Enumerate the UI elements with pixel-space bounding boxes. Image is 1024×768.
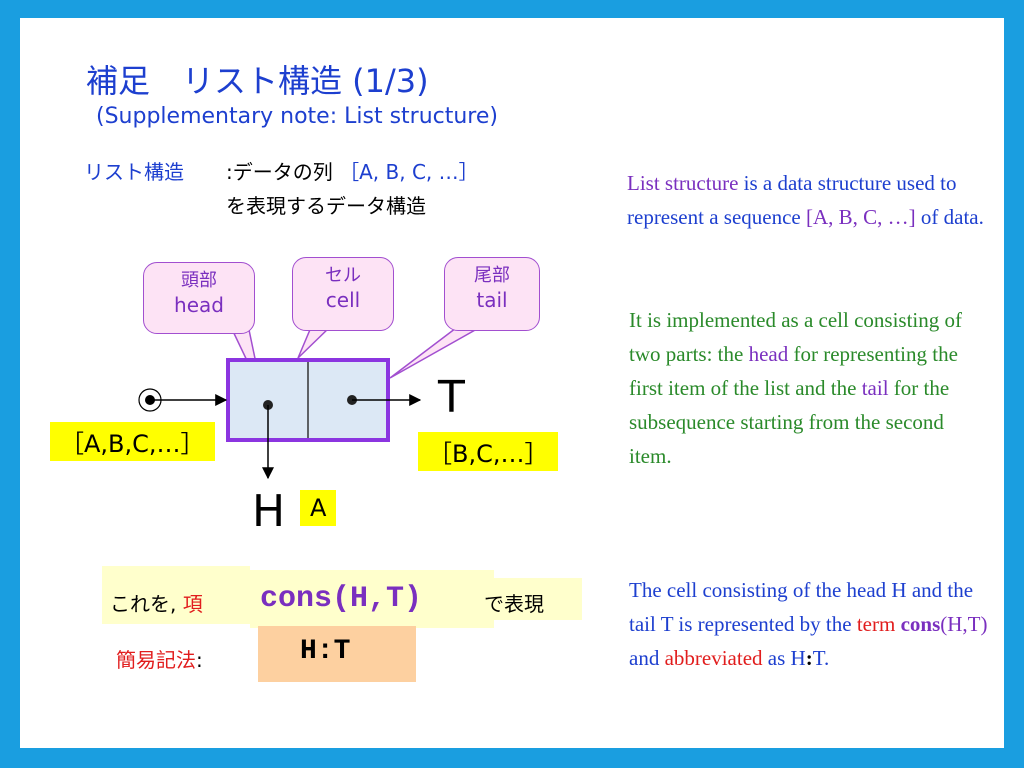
en3-text-a: The cell consisting of the head H and th… [629,578,974,636]
en2-tail: tail [861,376,889,400]
english-paragraph-3: The cell consisting of the head H and th… [629,573,989,675]
short-notation-box [258,626,416,682]
en3-abbreviated: abbreviated [664,646,763,670]
cons-expression: cons(H,T) [260,582,423,616]
en3-paren: (H,T) [940,612,988,636]
en1-text: is a data structure used to represent a … [627,171,957,229]
short-notation-expr: H:T [300,636,351,667]
callout-cell: セル cell [292,257,394,331]
slide-title: 補足 リスト構造 (1/3) [86,62,429,100]
en1-end: of data. [915,205,984,229]
definition-text: :データの列 ［A, B, C, …］ を表現するデータ構造 [226,155,479,223]
short-notation-text: 簡易記法 [116,648,196,672]
cons-bg-right [476,578,582,620]
en3-colon: : [805,646,813,670]
head-H-label: H [252,486,286,537]
en1-list-structure: List structure [627,171,739,195]
en2-text-a: It is implemented as a cell consisting o… [629,308,963,366]
cons-suffix: で表現 [484,592,544,616]
callout-head: 頭部 head [143,262,255,334]
definition-line2: を表現するデータ構造 [226,194,426,218]
slide-subtitle: (Supplementary note: List structure) [96,104,498,129]
english-paragraph-2: It is implemented as a cell consisting o… [629,303,979,473]
slide [20,18,1004,748]
head-value-A: A [300,490,337,526]
cons-prefix: これを, [110,592,177,616]
en2-text-b: for representing the first item of the l… [629,342,958,400]
short-notation-colon: : [196,648,203,672]
en1-sequence: [A, B, C, …] [805,205,916,229]
cons-term-label: 項 [182,592,203,616]
definition-line1: データの列 [232,160,333,184]
callout-tail-en: tail [476,288,508,312]
en2-head: head [748,342,789,366]
short-notation-label: 簡易記法: [116,644,203,673]
definition-label: リスト構造 [84,160,184,184]
cons-bg-mid [250,570,494,628]
en3-t: T. [812,646,830,670]
definition-colon: : [226,160,233,184]
en3-and: and [629,646,665,670]
callout-tail: 尾部 tail [444,257,540,331]
callout-tail-jp: 尾部 [474,265,510,286]
callout-head-en: head [174,293,224,317]
callout-head-jp: 頭部 [181,270,217,291]
en2-text-c: for the subsequence starting from the se… [629,376,950,468]
callout-cell-jp: セル [325,265,361,286]
en3-term: term [856,612,896,636]
tail-T-label: T [438,372,465,423]
callout-cell-en: cell [325,288,361,312]
en3-as: as H [762,646,806,670]
english-paragraph-1: List structure is a data structure used … [627,166,997,234]
en3-cons: cons [900,612,941,636]
definition-sequence: ［A, B, C, …］ [339,160,479,184]
tail-callout-tail [389,324,487,379]
full-list-label: ［A,B,C,…］ [50,422,215,461]
cons-bg-left [102,566,250,624]
cons-prefix-text: これを, 項 [110,588,203,617]
tail-list-label: ［B,C,…］ [418,432,559,471]
